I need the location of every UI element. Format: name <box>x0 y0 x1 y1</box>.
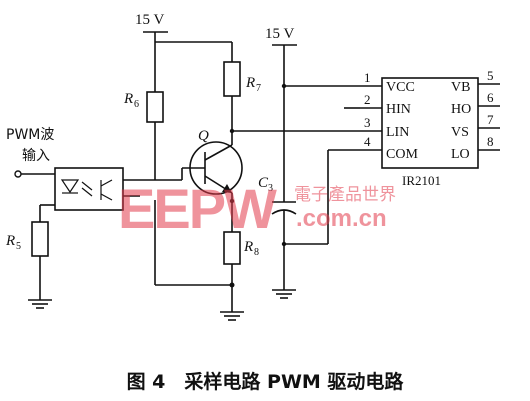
ic-pin-2-number: 2 <box>364 92 371 107</box>
ic-pin-5-number: 5 <box>487 68 494 83</box>
right-supply-rail: 15 V <box>265 26 297 55</box>
svg-text:7: 7 <box>256 83 261 94</box>
resistor-r6: R 6 <box>123 91 164 123</box>
resistor-r7: R 7 <box>223 61 261 97</box>
ic-pin-6-number: 6 <box>487 90 494 105</box>
optocoupler <box>54 167 155 211</box>
ic-ir2101: 1 2 3 4 VCC HIN LIN COM VB HO VS LO 5 6 … <box>360 68 500 188</box>
svg-text:8: 8 <box>254 247 259 258</box>
ground-symbol-left <box>28 299 52 309</box>
resistor-r5: R 5 <box>5 221 49 257</box>
transistor-q: Q <box>182 128 243 195</box>
resistor-r8: R 8 <box>223 231 259 265</box>
figure-caption: 图 4 采样电路 PWM 驱动电路 <box>127 370 405 393</box>
svg-text:5: 5 <box>16 241 21 252</box>
left-supply-label: 15 V <box>135 12 164 28</box>
svg-text:输入: 输入 <box>22 148 50 164</box>
svg-text:C: C <box>258 175 269 191</box>
svg-text:PWM波: PWM波 <box>6 127 54 143</box>
ic-pin-lo: LO <box>451 147 470 162</box>
ic-pin-com: COM <box>386 147 418 162</box>
ic-pin-4-number: 4 <box>364 134 371 149</box>
ic-name: IR2101 <box>402 173 441 188</box>
input-terminal <box>14 170 22 178</box>
ic-pin-7-number: 7 <box>487 112 494 127</box>
ic-pin-3-number: 3 <box>364 115 371 130</box>
watermark-url: .com.cn <box>296 205 387 232</box>
ground-symbol-bottom <box>220 311 244 321</box>
ic-pin-vs: VS <box>451 125 469 140</box>
eepw-watermark: EEPW 電子產品世界 .com.cn <box>118 177 396 240</box>
watermark-brand: EEPW <box>118 177 277 240</box>
watermark-cn: 電子產品世界 <box>294 185 396 205</box>
svg-text:3: 3 <box>268 183 273 194</box>
svg-text:R: R <box>123 91 133 107</box>
svg-text:6: 6 <box>134 99 139 110</box>
svg-text:R: R <box>243 239 253 255</box>
ic-pin-ho: HO <box>451 102 471 117</box>
svg-text:R: R <box>245 75 255 91</box>
svg-text:R: R <box>5 233 15 249</box>
ic-pin-vb: VB <box>451 80 470 95</box>
ic-pin-hin: HIN <box>386 102 411 117</box>
ic-pin-lin: LIN <box>386 125 409 140</box>
ic-pin-vcc: VCC <box>386 80 415 95</box>
ground-symbol-right <box>272 289 296 299</box>
ic-pin-8-number: 8 <box>487 134 494 149</box>
pwm-input-label: PWM波 输入 <box>6 127 54 164</box>
svg-text:Q: Q <box>198 128 209 144</box>
ic-pin-1-number: 1 <box>364 70 371 85</box>
right-supply-label: 15 V <box>265 26 294 42</box>
left-supply-rail: 15 V <box>135 12 168 42</box>
